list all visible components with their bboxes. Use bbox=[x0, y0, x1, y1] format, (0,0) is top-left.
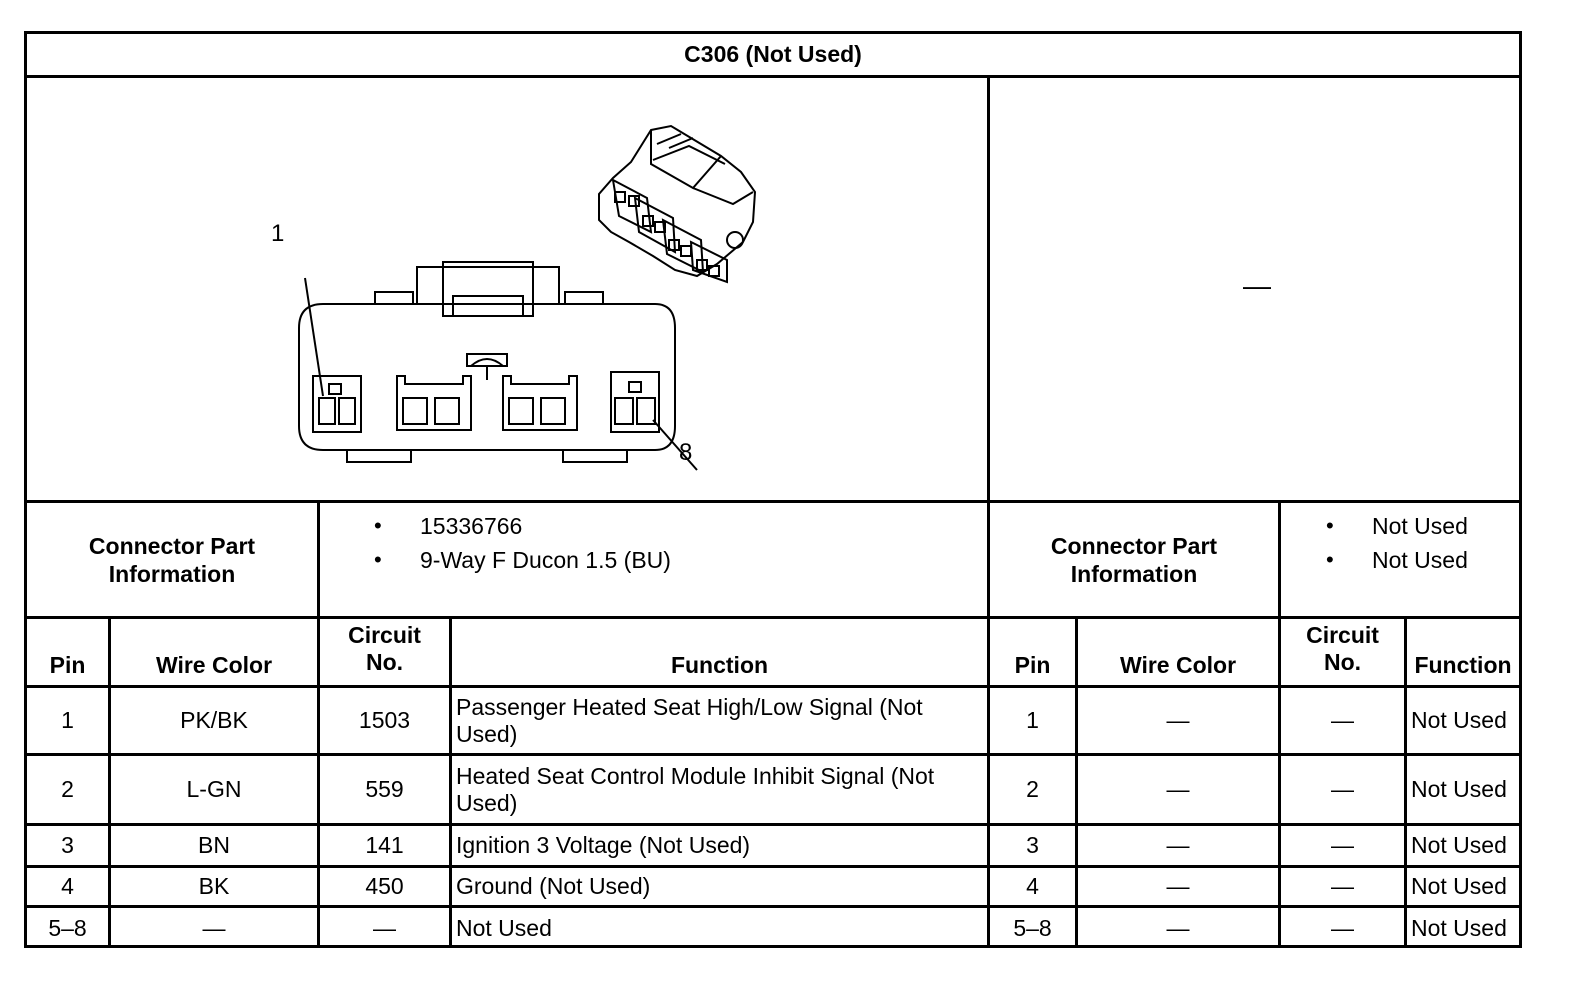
table-cell-wire: — bbox=[1166, 914, 1190, 941]
right-diagram-placeholder: — bbox=[1243, 270, 1271, 301]
divider bbox=[1404, 616, 1407, 948]
header-circuit: Circuit No. bbox=[320, 619, 449, 685]
table-cell-pin: 5–8 bbox=[48, 914, 87, 941]
table-cell-pin: 2 bbox=[61, 776, 74, 802]
table-cell-function: Passenger Heated Seat High/Low Signal (N… bbox=[456, 693, 923, 747]
divider bbox=[317, 500, 320, 948]
header-wire-color: Wire Color bbox=[1119, 652, 1237, 678]
table-cell-pin: 2 bbox=[1026, 776, 1039, 802]
connector-3d-icon bbox=[598, 124, 757, 284]
table-cell-circuit: 1503 bbox=[358, 707, 411, 733]
table-cell-pin: 5–8 bbox=[1013, 914, 1052, 941]
table-cell-wire: — bbox=[1166, 832, 1190, 858]
table-cell-pin: 4 bbox=[61, 873, 74, 899]
connector-face-diagram bbox=[298, 124, 757, 471]
divider bbox=[987, 75, 990, 948]
table-cell-pin: 1 bbox=[61, 707, 74, 733]
table-cell-wire: BN bbox=[198, 832, 230, 858]
table-cell-circuit: — bbox=[1331, 832, 1354, 858]
table-cell-function: Not Used bbox=[1411, 914, 1507, 941]
list-item: Not Used bbox=[1312, 543, 1468, 577]
header-circuit-line1: Circuit bbox=[1306, 622, 1379, 648]
pin-1-label: 1 bbox=[271, 220, 285, 247]
right-connector-part-label: Connector Part Information bbox=[1050, 532, 1218, 587]
table-cell-function: Not Used bbox=[456, 914, 552, 941]
divider bbox=[1278, 500, 1281, 948]
table-cell-pin: 1 bbox=[1026, 707, 1039, 733]
header-pin: Pin bbox=[49, 652, 86, 678]
table-cell-circuit: — bbox=[1331, 914, 1354, 941]
table-cell-pin: 4 bbox=[1026, 873, 1039, 899]
table-cell-wire: L-GN bbox=[186, 776, 242, 802]
divider bbox=[27, 685, 1519, 688]
header-circuit-line1: Circuit bbox=[348, 622, 421, 648]
divider bbox=[27, 500, 1519, 503]
table-cell-circuit: — bbox=[1331, 873, 1354, 899]
table-cell-pin: 3 bbox=[1026, 832, 1039, 858]
table-cell-function: Not Used bbox=[1411, 873, 1507, 899]
divider bbox=[27, 823, 1519, 826]
table-cell-wire: — bbox=[1166, 776, 1190, 802]
left-connector-part-label: Connector Part Information bbox=[88, 532, 256, 587]
table-cell-function: Ignition 3 Voltage (Not Used) bbox=[456, 832, 751, 858]
table-cell-function: Heated Seat Control Module Inhibit Signa… bbox=[456, 762, 935, 816]
header-function: Function bbox=[1414, 652, 1512, 678]
table-cell-wire: — bbox=[202, 914, 226, 941]
table-cell-circuit: 141 bbox=[365, 832, 404, 858]
header-pin: Pin bbox=[1014, 652, 1051, 678]
table-cell-circuit: — bbox=[373, 914, 396, 941]
table-cell-function: Not Used bbox=[1411, 707, 1507, 733]
table-cell-circuit: — bbox=[1331, 776, 1354, 802]
list-item: Not Used bbox=[1312, 509, 1468, 543]
table-cell-function: Ground (Not Used) bbox=[456, 873, 651, 899]
table-cell-wire: — bbox=[1166, 873, 1190, 899]
list-item: 9-Way F Ducon 1.5 (BU) bbox=[360, 543, 671, 577]
right-part-info-list: Not Used Not Used bbox=[1312, 509, 1468, 577]
divider bbox=[27, 905, 1519, 908]
left-part-info-list: 15336766 9-Way F Ducon 1.5 (BU) bbox=[360, 509, 671, 577]
pin-8-leader bbox=[652, 419, 698, 471]
page-title: C306 (Not Used) bbox=[684, 41, 862, 67]
table-cell-wire: PK/BK bbox=[180, 707, 248, 733]
divider bbox=[27, 616, 1519, 619]
table-cell-circuit: 559 bbox=[365, 776, 404, 802]
table-cell-function: Not Used bbox=[1411, 832, 1507, 858]
table-cell-function: Not Used bbox=[1411, 776, 1507, 802]
header-wire-color: Wire Color bbox=[155, 652, 273, 678]
divider bbox=[27, 75, 1519, 78]
table-cell-wire: — bbox=[1166, 707, 1190, 733]
connector-sheet: C306 (Not Used) bbox=[24, 31, 1522, 948]
header-circuit-line2: No. bbox=[1323, 649, 1362, 675]
divider bbox=[27, 865, 1519, 868]
header-circuit-line2: No. bbox=[365, 649, 404, 675]
divider bbox=[108, 616, 111, 948]
list-item: 15336766 bbox=[360, 509, 671, 543]
header-function: Function bbox=[670, 652, 769, 678]
pin-8-label: 8 bbox=[679, 439, 693, 466]
divider bbox=[449, 616, 452, 948]
table-cell-circuit: 450 bbox=[365, 873, 404, 899]
divider bbox=[1075, 616, 1078, 948]
table-cell-circuit: — bbox=[1331, 707, 1354, 733]
table-cell-pin: 3 bbox=[61, 832, 74, 858]
table-cell-wire: BK bbox=[198, 873, 230, 899]
header-circuit: Circuit No. bbox=[1281, 619, 1404, 685]
divider bbox=[27, 753, 1519, 756]
